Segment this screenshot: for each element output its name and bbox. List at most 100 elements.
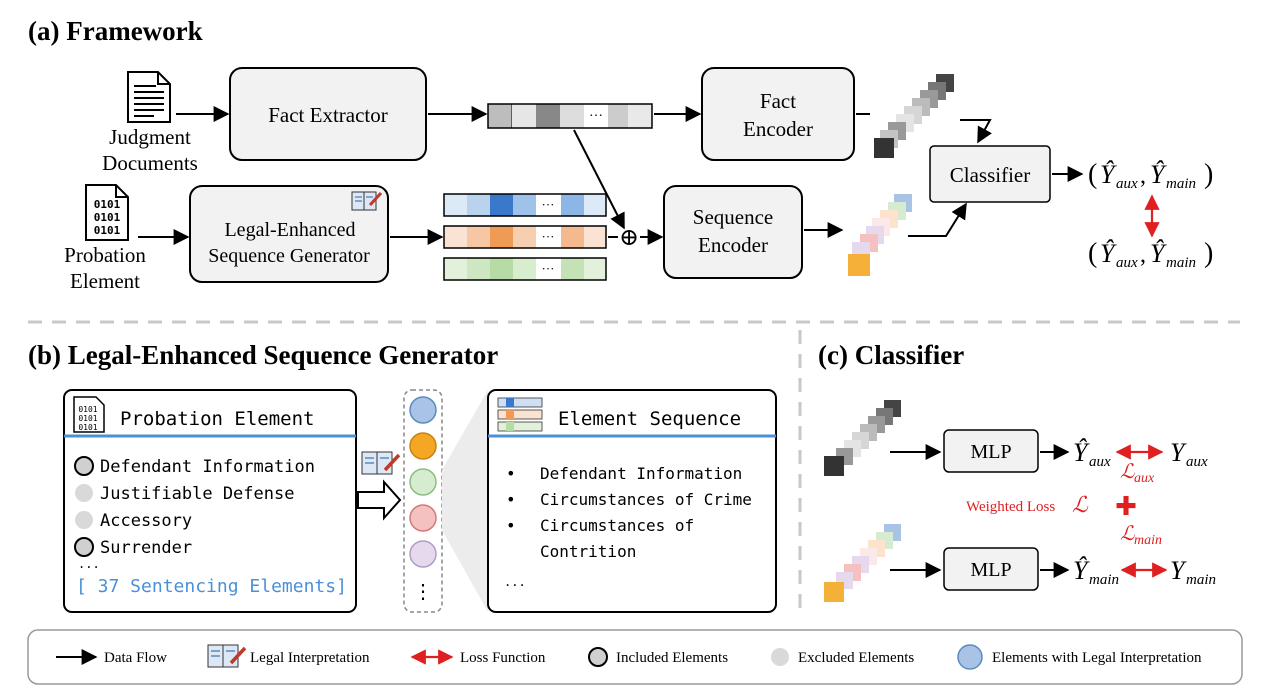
- legend-book-icon: [207, 644, 247, 668]
- fact-embedding-stack-c: [824, 400, 901, 476]
- svg-text:•: •: [506, 490, 516, 509]
- mlp-box-main: [943, 547, 1039, 591]
- sequence-embedding-stack: [848, 194, 912, 276]
- element-sequence-card: [487, 389, 777, 613]
- svg-text:Ŷ: Ŷ: [1073, 438, 1090, 467]
- svg-text:(: (: [1088, 238, 1097, 269]
- sequence-generator-label-2: Sequence Generator: [208, 245, 370, 267]
- sequence-icon: [497, 397, 543, 432]
- plus-icon: ✚: [1115, 492, 1137, 521]
- probation-element-card: [63, 389, 357, 613]
- concat-operator: ⊕: [619, 225, 639, 251]
- mlp-box-aux: [943, 429, 1039, 473]
- classifier-label: Classifier: [950, 163, 1030, 187]
- document-icon: [127, 71, 171, 123]
- svg-text:···: ···: [589, 109, 603, 124]
- hollow-arrow: [357, 479, 402, 521]
- judgment-label-2: Documents: [102, 151, 198, 175]
- element-circle: [409, 540, 437, 568]
- svg-text:main: main: [1089, 572, 1119, 588]
- sequence-list: • Defendant Information • Circumstances …: [504, 464, 752, 589]
- excluded-marker: [75, 484, 93, 502]
- element-circle: [409, 396, 437, 424]
- list-item: Defendant Information: [540, 464, 742, 483]
- svg-text:Y: Y: [1170, 438, 1187, 467]
- svg-text:0101: 0101: [94, 224, 121, 237]
- svg-text:ℒ: ℒ: [1120, 523, 1135, 545]
- section-c-title: (c) Classifier: [818, 340, 964, 370]
- sequence-generator-label-1: Legal-Enhanced: [224, 219, 355, 241]
- svg-text:aux: aux: [1186, 454, 1208, 470]
- svg-text:main: main: [1166, 176, 1196, 192]
- legend-excluded-marker: [771, 648, 789, 666]
- svg-text:···: ···: [542, 229, 555, 244]
- list-item: Defendant Information: [100, 457, 315, 477]
- excluded-marker: [75, 511, 93, 529]
- more-indicator: ...: [78, 557, 100, 571]
- list-item: Circumstances of: [540, 516, 694, 535]
- mlp-label-aux: MLP: [970, 441, 1011, 463]
- list-item: Contrition: [540, 542, 636, 561]
- svg-text:···: ···: [542, 261, 555, 276]
- predicted-output-bottom: ( Ŷ aux , Ŷ main ): [1088, 238, 1213, 271]
- aux-loss-label: ℒ aux: [1120, 461, 1155, 486]
- svg-text:main: main: [1186, 572, 1216, 588]
- included-marker: [74, 456, 94, 476]
- svg-text:aux: aux: [1089, 454, 1111, 470]
- svg-text:Ŷ: Ŷ: [1073, 556, 1090, 585]
- fact-extractor-label: Fact Extractor: [268, 103, 388, 127]
- svg-text:(: (: [1088, 159, 1097, 190]
- svg-text:•: •: [506, 464, 516, 483]
- vertical-ellipsis: ⋮: [413, 581, 433, 603]
- expansion-funnel: [442, 390, 488, 612]
- svg-text:Ŷ: Ŷ: [1150, 239, 1167, 268]
- list-item: Circumstances of Crime: [540, 490, 752, 509]
- sentencing-element-count: [ 37 Sentencing Elements]: [76, 576, 347, 597]
- mlp-label-main: MLP: [970, 559, 1011, 581]
- probation-label-2: Element: [70, 269, 140, 293]
- binary-document-icon-small: 0101 0101 0101: [73, 396, 105, 433]
- legend-included: Included Elements: [616, 650, 728, 666]
- svg-text:0101: 0101: [78, 423, 97, 432]
- svg-text:0101: 0101: [94, 198, 121, 211]
- svg-text:): ): [1204, 238, 1213, 269]
- sequence-encoder-label-1: Sequence: [693, 205, 773, 229]
- svg-text:aux: aux: [1134, 471, 1155, 486]
- svg-text:,: ,: [1140, 163, 1146, 189]
- fact-encoder-label-2: Encoder: [743, 117, 813, 141]
- element-circles-column: [403, 389, 443, 613]
- svg-text:aux: aux: [1116, 176, 1138, 192]
- list-item: Surrender: [100, 538, 192, 558]
- element-circle: [409, 432, 437, 460]
- fact-embedding-stack: [874, 74, 954, 158]
- binary-document-icon: 0101 0101 0101: [85, 184, 129, 241]
- predicted-output-top: ( Ŷ aux , Ŷ main ): [1088, 159, 1213, 192]
- svg-text:Y: Y: [1170, 556, 1187, 585]
- legend-excluded: Excluded Elements: [798, 650, 914, 666]
- fact-encoder-label-1: Fact: [760, 89, 796, 113]
- legend-legal-marker: [957, 644, 983, 670]
- classifier-box: [929, 145, 1051, 203]
- fact-extractor-box: [229, 67, 427, 161]
- svg-text:): ): [1204, 159, 1213, 190]
- svg-text:0101: 0101: [78, 405, 97, 414]
- svg-text:,: ,: [1140, 242, 1146, 268]
- section-a-title: (a) Framework: [28, 16, 203, 46]
- svg-text:•: •: [506, 516, 516, 535]
- probation-element-header: Probation Element: [120, 408, 314, 430]
- weighted-loss-symbol: ℒ: [1072, 492, 1089, 517]
- element-sequence-header: Element Sequence: [558, 408, 741, 430]
- fact-encoder-box: [701, 67, 855, 161]
- legal-book-icon: [351, 191, 383, 211]
- svg-text:aux: aux: [1116, 255, 1138, 271]
- svg-text:main: main: [1166, 255, 1196, 271]
- svg-text:ℒ: ℒ: [1120, 461, 1135, 483]
- fact-feature-vector: ···: [487, 103, 653, 129]
- svg-text:Ŷ: Ŷ: [1100, 239, 1117, 268]
- sequence-encoder-box: [663, 185, 803, 279]
- element-list: Defendant Information Justifiable Defens…: [74, 456, 315, 571]
- legal-book-icon-b: [361, 451, 401, 475]
- element-circle: [409, 468, 437, 496]
- sequence-generator-box: [189, 185, 389, 283]
